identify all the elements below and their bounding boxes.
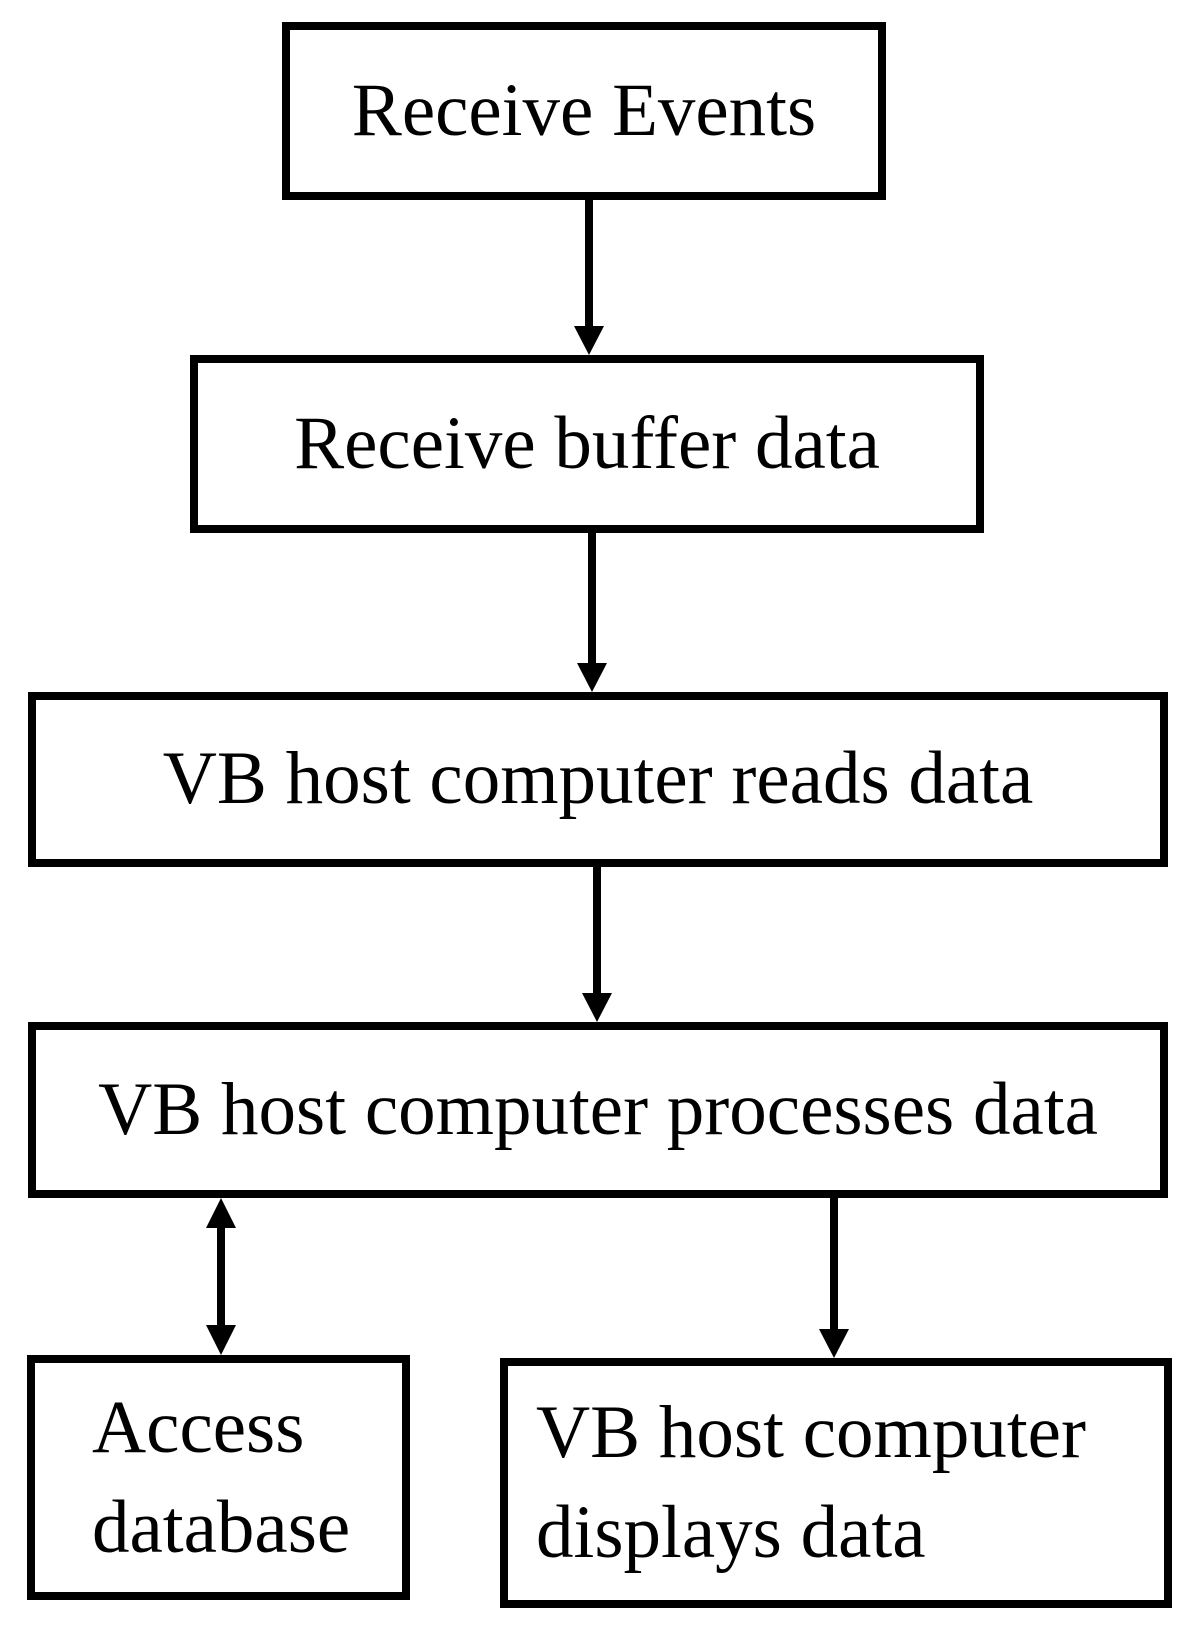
arrowhead-up-icon — [206, 1198, 236, 1228]
edge-receive-events-to-receive-buffer — [574, 200, 604, 355]
node-label: Access database — [92, 1378, 350, 1578]
node-label: VB host computer processes data — [98, 1067, 1098, 1151]
node-label-line: displays data — [536, 1491, 926, 1574]
arrowhead-down-icon — [582, 993, 612, 1022]
edge-receive-buffer-to-reads-data — [577, 533, 607, 692]
arrowhead-down-icon — [819, 1329, 849, 1358]
edge-processes-data-to-displays-data — [819, 1198, 849, 1358]
node-label: VB host computer reads data — [162, 737, 1034, 821]
arrowhead-down-icon — [577, 663, 607, 692]
edge-reads-data-to-processes-data — [582, 867, 612, 1022]
arrowhead-down-icon — [206, 1325, 236, 1355]
node-receive-events: Receive Events — [282, 22, 886, 200]
node-label: VB host computer displays data — [536, 1383, 1086, 1583]
node-label-line: database — [92, 1485, 351, 1569]
node-label: Receive buffer data — [294, 401, 880, 485]
arrowhead-down-icon — [574, 326, 604, 355]
node-label-line: Access — [92, 1385, 305, 1469]
node-vb-host-displays-data: VB host computer displays data — [500, 1358, 1172, 1608]
node-receive-buffer-data: Receive buffer data — [190, 355, 984, 533]
node-vb-host-processes-data: VB host computer processes data — [28, 1022, 1168, 1198]
node-label-line: VB host computer — [536, 1391, 1086, 1474]
node-label: Receive Events — [351, 68, 817, 152]
node-access-database: Access database — [27, 1355, 410, 1600]
edge-processes-data-to-access-database — [206, 1198, 236, 1355]
node-vb-host-reads-data: VB host computer reads data — [28, 692, 1168, 867]
